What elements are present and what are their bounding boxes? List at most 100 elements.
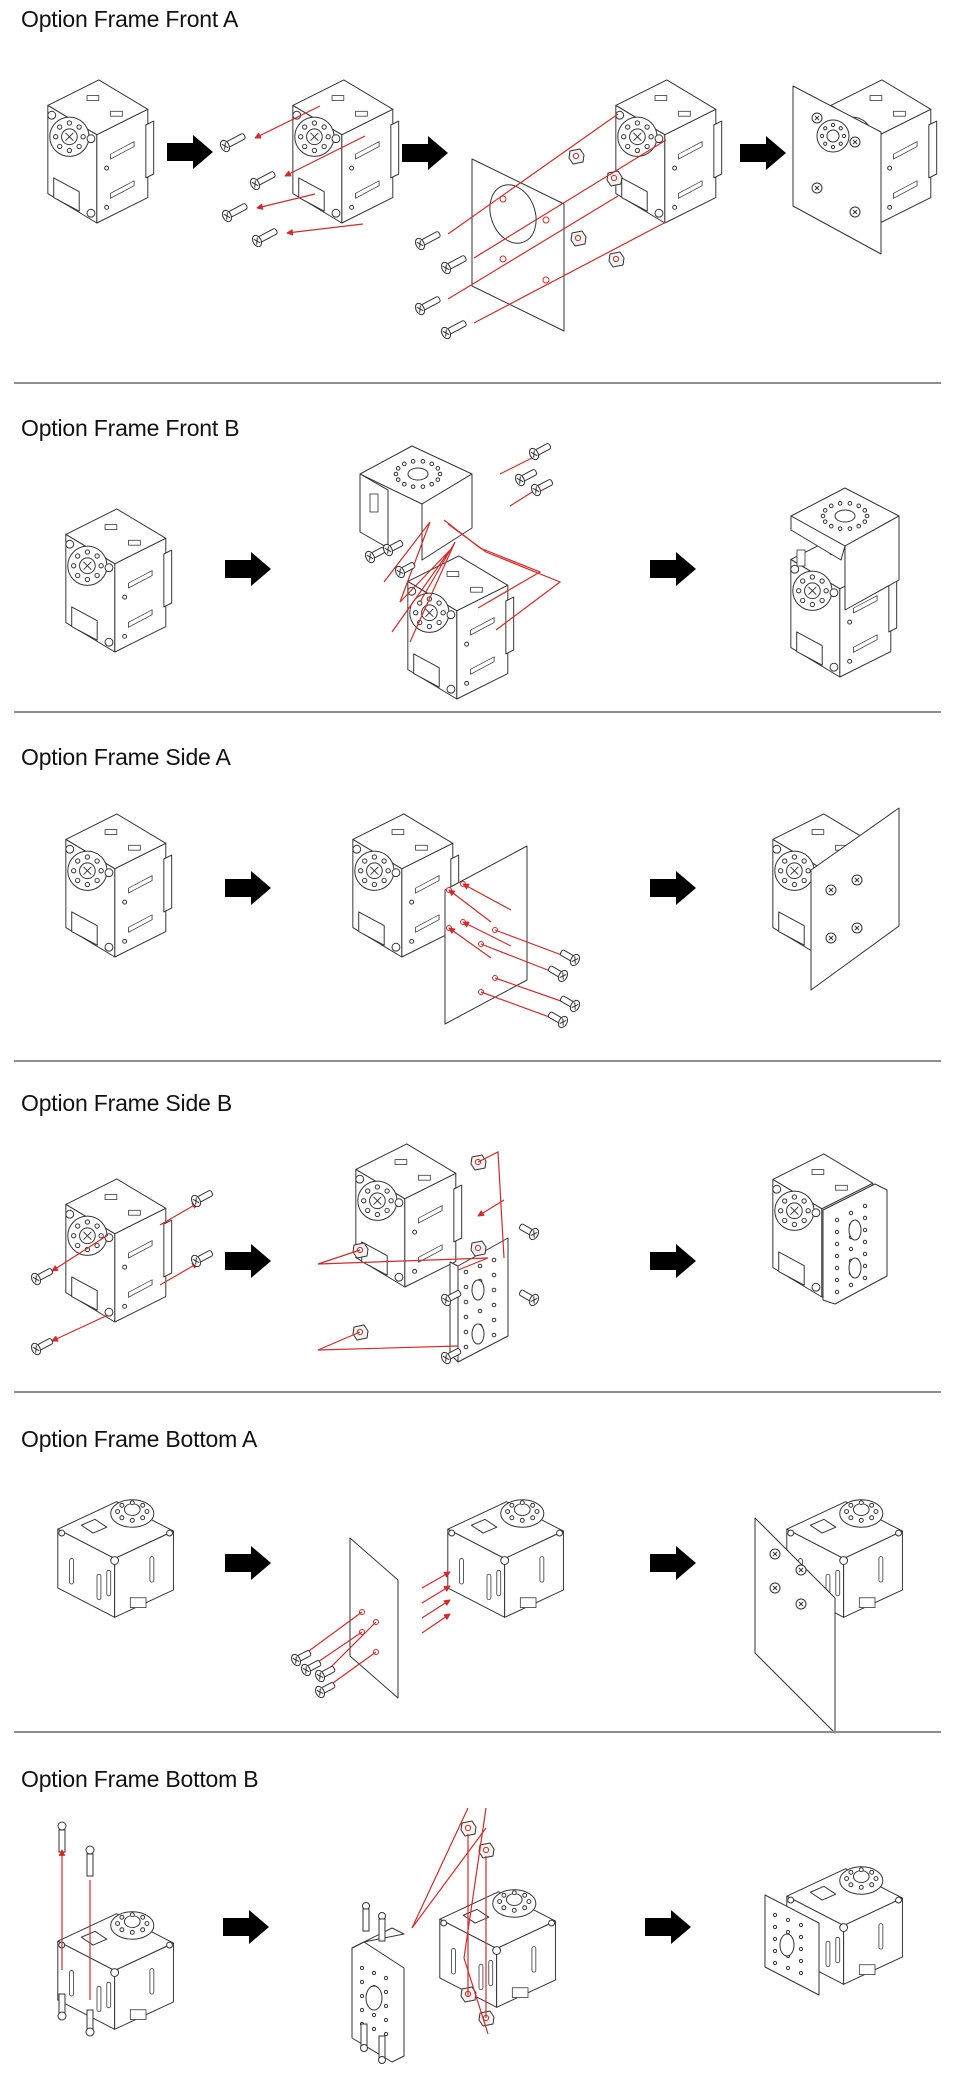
nut-icon (352, 1324, 369, 1341)
section-title: Option Frame Side A (21, 744, 231, 770)
right-arrow-polygon (225, 871, 271, 905)
plate-center-hole (489, 184, 537, 244)
right-arrow-shape (740, 136, 786, 170)
screw-icon (249, 171, 276, 191)
right-arrow-polygon (223, 1910, 269, 1944)
right-arrow-icon (402, 136, 448, 170)
section-title: Option Frame Front B (21, 415, 240, 441)
frame-bracket (359, 445, 473, 561)
screw-icon (382, 540, 404, 557)
right-arrow-icon (645, 1910, 691, 1944)
frame-plate (444, 845, 528, 1025)
assembled-illustration (792, 79, 938, 255)
servo-icon (65, 508, 173, 653)
right-arrow-shape (645, 1910, 691, 1944)
right-arrow-icon (225, 871, 271, 905)
exploded-screws-illustration (219, 79, 400, 248)
servo-illustration (65, 508, 173, 653)
assembly-guide-line (51, 1314, 109, 1342)
right-arrow-icon (225, 552, 271, 586)
nut-icon (568, 148, 585, 165)
assembly-guide-line (448, 889, 492, 923)
right-arrow-polygon (167, 135, 213, 169)
frame-bracket (351, 1927, 405, 2063)
screw-icon (190, 1250, 214, 1268)
right-arrow-polygon (650, 1244, 696, 1278)
screw-icon (440, 1290, 462, 1307)
screw-icon (362, 1908, 370, 1932)
screw-icon (440, 1348, 462, 1365)
frame-bracket (822, 1183, 888, 1305)
assembled-illustration (772, 807, 900, 991)
assembled-illustration (790, 487, 900, 678)
assembled-illustration (764, 1866, 903, 1996)
section-divider (14, 711, 941, 713)
section-front-b: Option Frame Front B (0, 0, 956, 713)
screw-icon (378, 2035, 386, 2059)
screw-icon (528, 443, 552, 461)
right-arrow-icon (167, 135, 213, 169)
right-arrow-shape (650, 552, 696, 586)
nut-icon (460, 1820, 477, 1837)
screw-icon (414, 296, 441, 316)
servo-icon (57, 1499, 174, 1618)
right-arrow-icon (225, 1546, 271, 1580)
section-divider (14, 1731, 941, 1733)
assembly-guide-line (286, 223, 364, 236)
exploded-bracket-illustration (351, 1807, 556, 2064)
right-arrow-polygon (225, 552, 271, 586)
right-arrow-icon (223, 1910, 269, 1944)
screw-icon (290, 1650, 312, 1667)
servo-icon (615, 79, 723, 224)
section-title: Option Frame Side B (21, 1090, 232, 1116)
servo-illustration (47, 79, 155, 224)
screw-icon (518, 1289, 540, 1307)
right-arrow-shape (225, 1546, 271, 1580)
screw-icon (190, 1190, 214, 1208)
frame-plate (754, 1517, 836, 1734)
right-arrow-polygon (740, 136, 786, 170)
right-arrow-shape (225, 552, 271, 586)
assembled-illustration (754, 1499, 903, 1734)
exploded-plate-illustration (352, 813, 581, 1029)
right-arrow-shape (650, 871, 696, 905)
screw-icon (314, 1666, 336, 1683)
frame-plate (349, 1537, 399, 1699)
screw-icon (251, 228, 278, 248)
exploded-bracket-illustration (359, 443, 562, 700)
right-arrow-icon (740, 136, 786, 170)
right-arrow-icon (650, 1546, 696, 1580)
assembly-guide-line (421, 1571, 451, 1589)
screw-icon (300, 1660, 322, 1677)
assembly-guide-line (448, 927, 492, 959)
right-arrow-icon (225, 1244, 271, 1278)
screw-icon (440, 320, 467, 340)
screw-icon (58, 1829, 66, 1853)
section-front-a: Option Frame Front A (0, 0, 956, 384)
servo-icon (407, 555, 515, 700)
servo-icon (772, 1153, 880, 1298)
screw-icon (219, 133, 246, 153)
screw-icon (30, 1338, 54, 1356)
servo-icon (65, 1178, 173, 1323)
assembled-illustration (772, 1153, 888, 1305)
section-title: Option Frame Front A (21, 6, 239, 32)
section-side-a: Option Frame Side A (14, 744, 941, 1062)
assembly-guide-line (256, 193, 316, 210)
servo-screws-illustration (30, 1178, 214, 1356)
assembly-guide-line (421, 1613, 451, 1634)
screw-icon (314, 1682, 336, 1699)
servo-icon (65, 813, 173, 958)
screw-icon (514, 469, 538, 487)
frame-bracket (449, 1237, 509, 1363)
right-arrow-shape (225, 871, 271, 905)
section-divider (14, 382, 941, 384)
screw-icon (394, 562, 416, 579)
screw-icon (559, 995, 581, 1013)
nut-icon (470, 1240, 487, 1257)
servo-illustration (57, 1499, 174, 1618)
servo-screws-illustration (57, 1821, 174, 2037)
right-arrow-icon (650, 552, 696, 586)
right-arrow-polygon (402, 136, 448, 170)
